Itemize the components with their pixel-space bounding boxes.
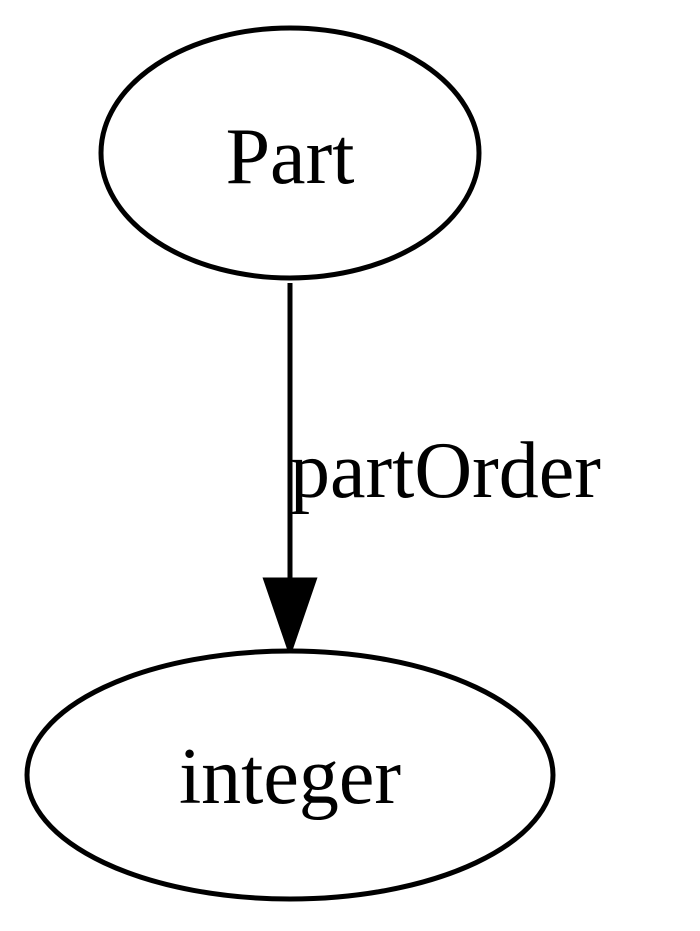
node-part: Part bbox=[98, 25, 482, 281]
edge-label: partOrder bbox=[290, 427, 601, 515]
node-part-label: Part bbox=[226, 113, 355, 201]
node-integer: integer bbox=[24, 648, 556, 902]
node-integer-shape bbox=[24, 648, 556, 902]
node-integer-label: integer bbox=[179, 733, 401, 821]
edge-arrowhead bbox=[262, 577, 318, 658]
edge-part-to-integer: partOrder bbox=[262, 283, 601, 658]
node-part-shape bbox=[98, 25, 482, 281]
